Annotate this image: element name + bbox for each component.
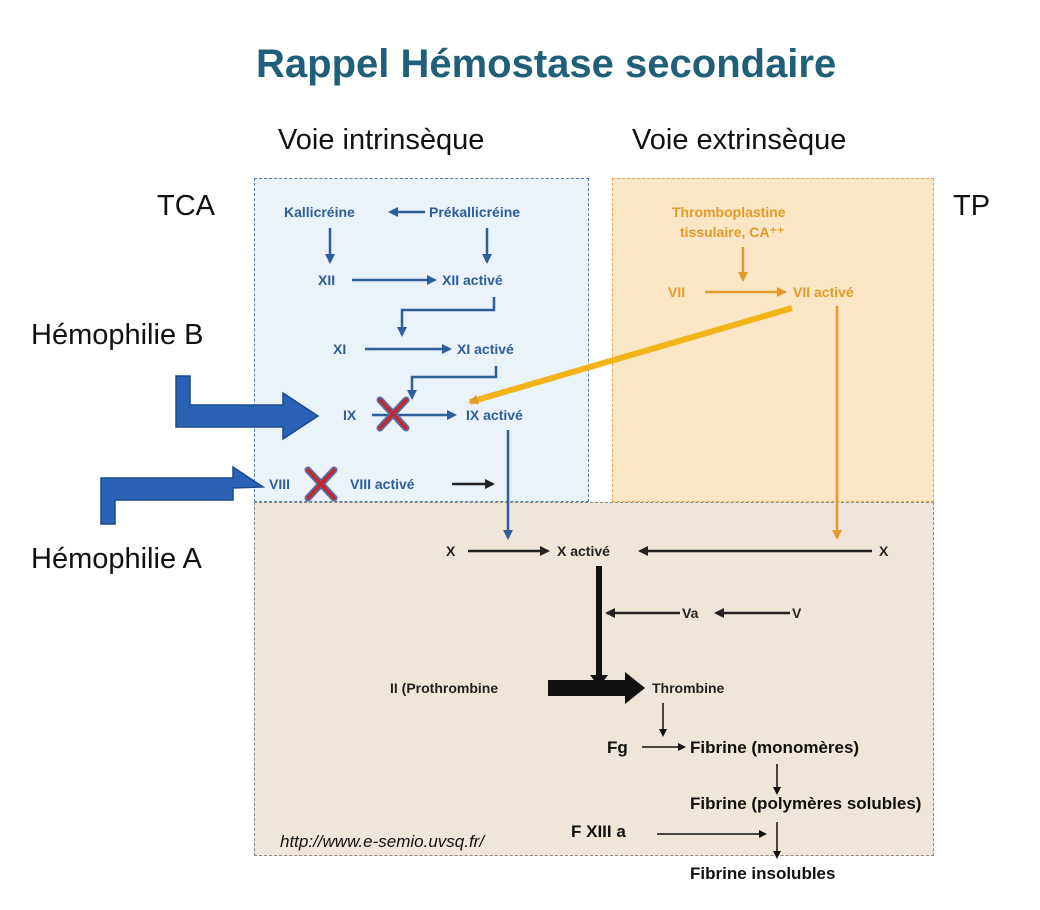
hemophilia-a-label: Hémophilie A <box>31 543 202 575</box>
node-fibrine-polymeres: Fibrine (polymères solubles) <box>690 794 922 813</box>
node-tissulaire: tissulaire, CA⁺⁺ <box>680 224 785 240</box>
node-x-active: X activé <box>557 543 610 559</box>
hemophilia-a-arrow <box>100 465 266 525</box>
ix-blocked-cross-icon <box>376 396 410 432</box>
hemophilia-b-label: Hémophilie B <box>31 319 204 351</box>
node-xi: XI <box>333 341 347 357</box>
node-kallicreine: Kallicréine <box>284 204 355 220</box>
node-fg: Fg <box>607 738 628 757</box>
node-vii: VII <box>668 284 686 300</box>
intrinsic-arrows <box>325 207 513 540</box>
node-fibrine-monomeres: Fibrine (monomères) <box>690 738 860 757</box>
node-xi-active: XI activé <box>457 341 514 357</box>
node-prekallicreine: Prékallicréine <box>429 204 521 220</box>
hemophilia-b-arrow <box>175 375 320 441</box>
node-xii: XII <box>318 272 336 288</box>
node-ix-active: IX activé <box>466 407 523 423</box>
source-url-link[interactable]: http://www.e-semio.uvsq.fr/ <box>280 832 485 851</box>
node-prothrombine: II (Prothrombine <box>390 680 499 696</box>
tp-label: TP <box>953 190 991 222</box>
node-ix: IX <box>343 407 357 423</box>
extrinsic-pathway-heading: Voie extrinsèque <box>632 124 847 156</box>
x-active-to-prothrombin-arrow <box>590 566 608 687</box>
common-arrows <box>468 546 872 618</box>
node-vii-active: VII activé <box>793 284 854 300</box>
intrinsic-pathway-heading: Voie intrinsèque <box>278 124 485 156</box>
viii-blocked-cross-icon <box>304 466 338 502</box>
node-x: X <box>446 543 456 559</box>
extrinsic-arrows <box>705 247 842 540</box>
node-x-extrinsic: X <box>879 543 889 559</box>
node-xii-active: XII activé <box>442 272 503 288</box>
prothrombin-conversion-arrow <box>548 672 645 704</box>
node-va: Va <box>682 605 699 621</box>
node-thrombine: Thrombine <box>652 680 725 696</box>
vii-to-ix-arrow <box>468 305 793 405</box>
node-viii-active: VIII activé <box>350 476 415 492</box>
node-thromboplastine: Thromboplastine <box>672 204 786 220</box>
node-fxiii: F XIII a <box>571 822 626 841</box>
tca-label: TCA <box>157 190 215 222</box>
fibrin-arrows <box>642 703 781 859</box>
intrinsic-pathway-panel <box>254 178 589 502</box>
page-title: Rappel Hémostase secondaire <box>256 42 837 86</box>
node-fibrine-insolubles: Fibrine insolubles <box>690 864 836 883</box>
extrinsic-pathway-panel <box>612 178 934 502</box>
node-viii: VIII <box>269 476 291 492</box>
node-v: V <box>792 605 802 621</box>
